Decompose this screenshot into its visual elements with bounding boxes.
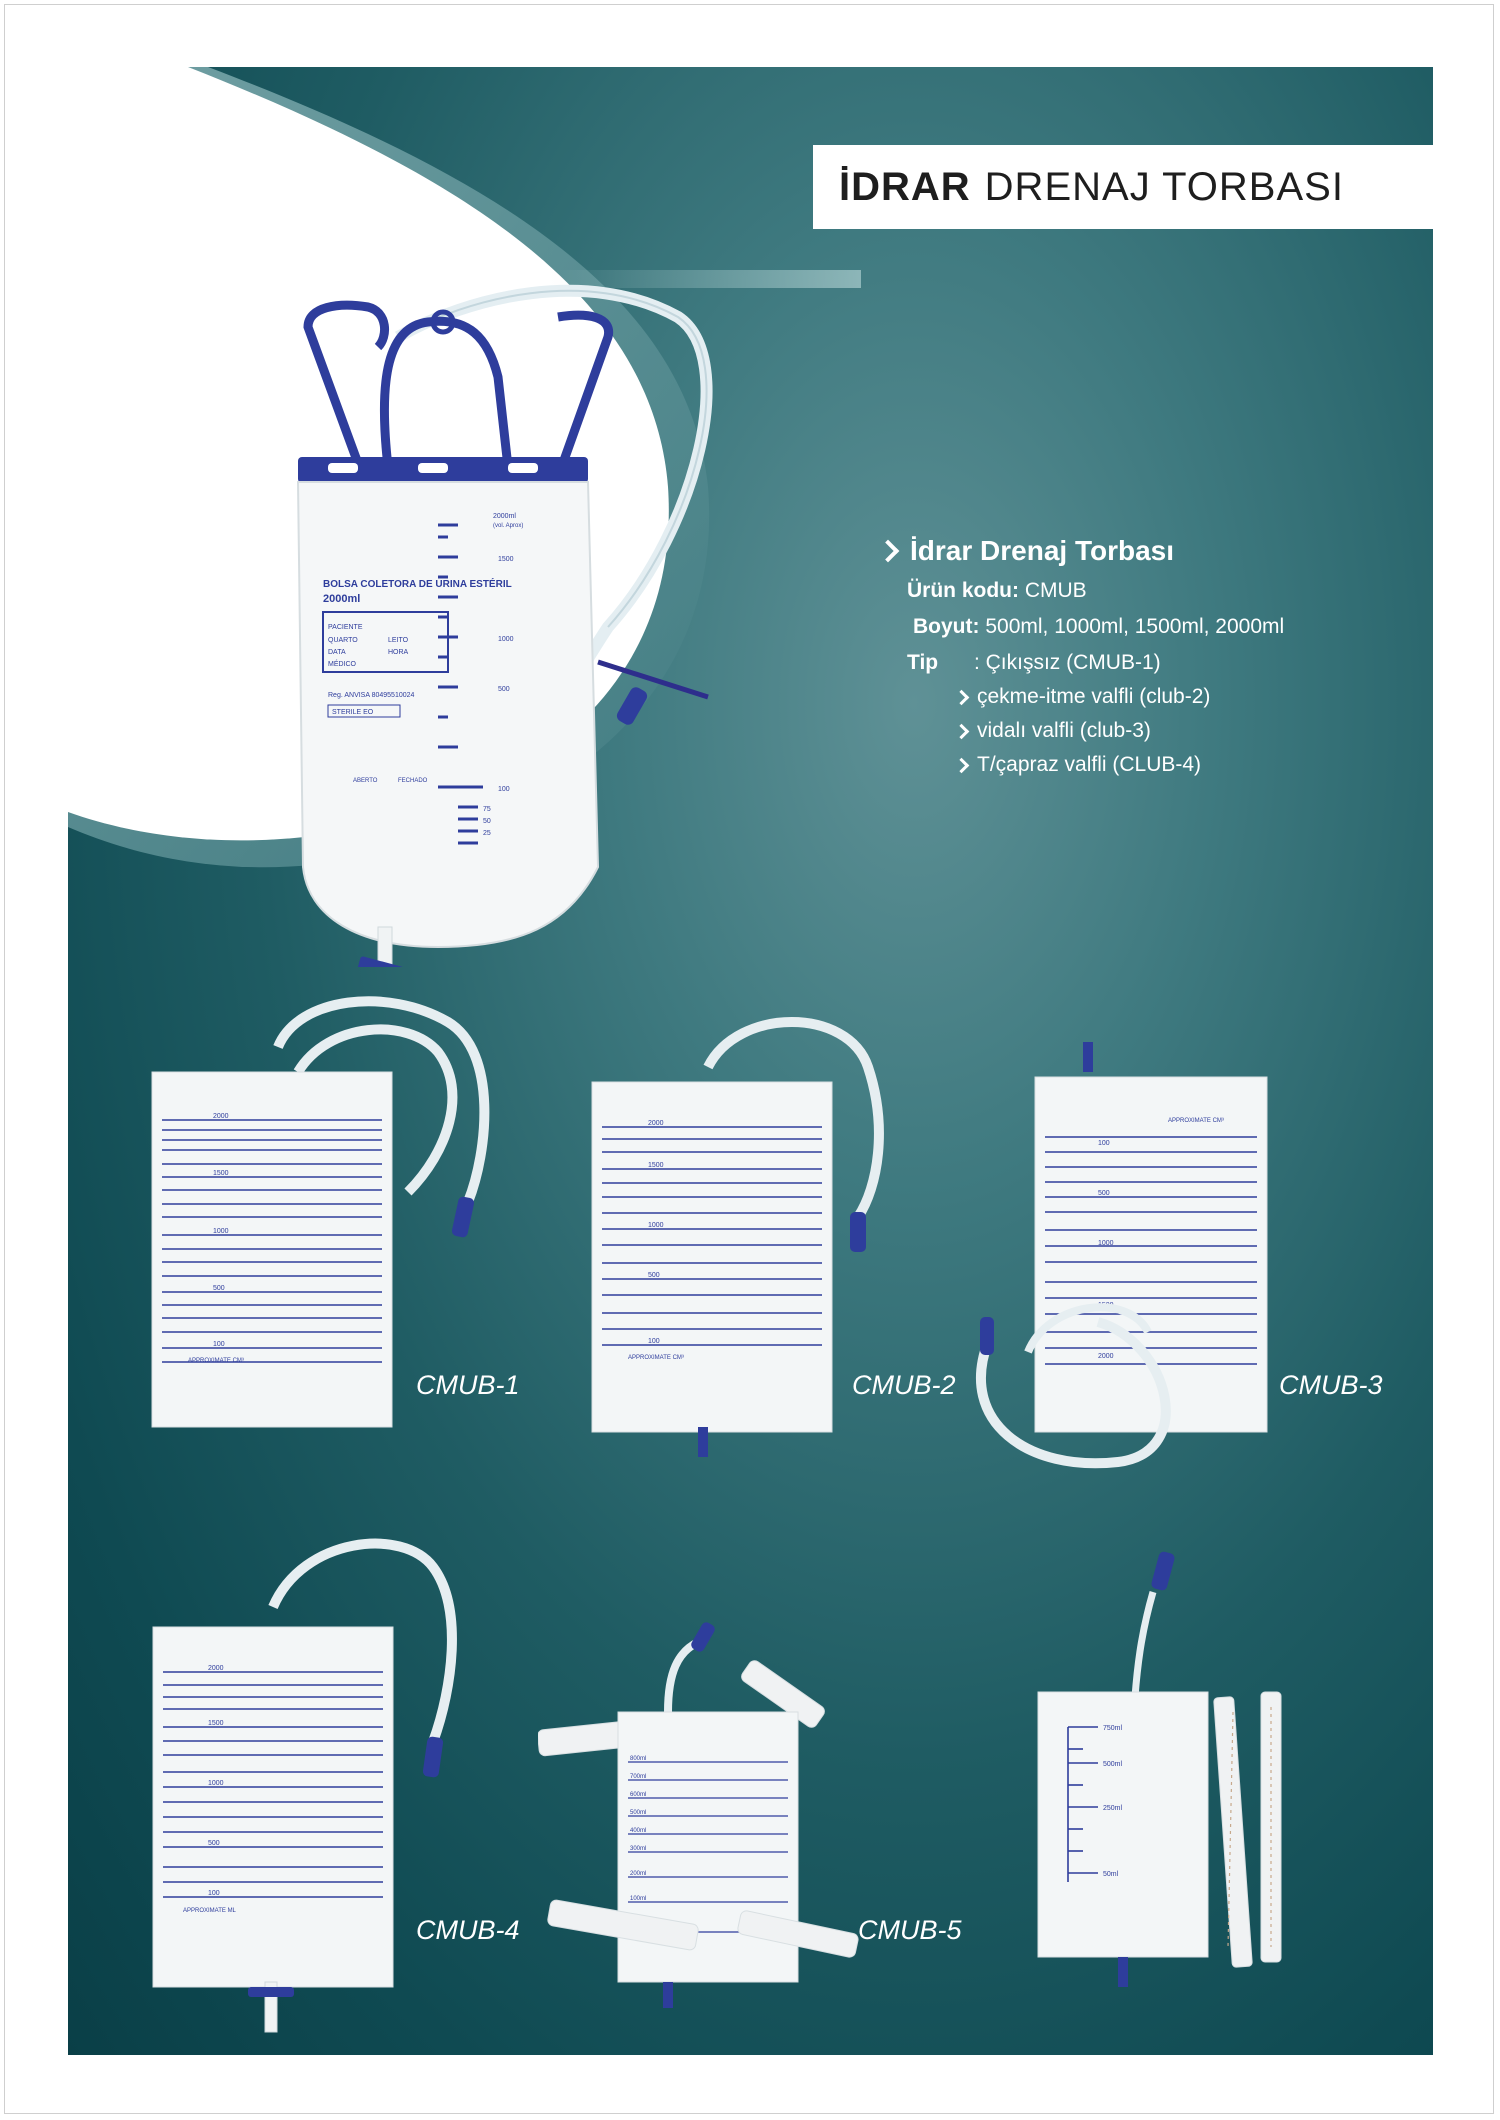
info-heading-text: İdrar Drenaj Torbası xyxy=(910,535,1175,566)
info-type-text: çekme-itme valfli (club-2) xyxy=(977,685,1211,708)
cmub2-approx: APPROXIMATE CM³ xyxy=(628,1355,684,1361)
cmub2-scale-1500: 1500 xyxy=(648,1162,664,1169)
page-title-rest: DRENAJ TORBASI xyxy=(984,164,1344,209)
hero-open-label: ABERTO xyxy=(353,778,378,784)
page-title-box: İDRAR DRENAJ TORBASI xyxy=(813,145,1433,229)
accent-line xyxy=(548,270,861,288)
info-type-label: Tip xyxy=(907,651,939,674)
info-type-item: T/çapraz valfli (CLUB-4) xyxy=(953,753,1284,777)
cmub3-approx: APPROXIMATE CM³ xyxy=(1168,1118,1224,1124)
chevron-right-icon xyxy=(876,539,900,563)
hero-reg-number: Reg. ANVISA 80495510024 xyxy=(328,692,415,699)
product-cmub-4-image: 2000 1500 1000 500 100 APPROXIMATE ML xyxy=(152,1538,457,2033)
product-label-cmub-5: CMUB-5 xyxy=(858,1915,962,1945)
info-code-label: Ürün kodu: xyxy=(907,579,1019,602)
hero-bag-title: BOLSA COLETORA DE URINA ESTÉRIL xyxy=(323,577,512,590)
cmub3-scale-500: 500 xyxy=(1098,1190,1110,1197)
hero-closed-label: FECHADO xyxy=(398,778,428,784)
hero-scale-1500: 1500 xyxy=(498,556,514,563)
cmub4-scale-100: 100 xyxy=(208,1890,220,1897)
info-type-row: Tip : Çıkışsız (CMUB-1) xyxy=(907,651,1284,675)
cmub1-scale-2000: 2000 xyxy=(213,1113,229,1120)
cmub2-scale-1000: 1000 xyxy=(648,1222,664,1229)
cmub5-scale-700: 700ml xyxy=(630,1774,646,1780)
info-heading: İdrar Drenaj Torbası xyxy=(876,535,1284,567)
product-cmub-2-image: 2000 1500 1000 500 100 APPROXIMATE CM³ xyxy=(591,1017,884,1457)
cmub5-scale-400: 400ml xyxy=(630,1828,646,1834)
hero-scale-75: 75 xyxy=(483,806,491,813)
hero-field-data: DATA xyxy=(328,649,346,656)
hero-urine-bag-image: BOLSA COLETORA DE URINA ESTÉRIL 2000ml P… xyxy=(296,284,713,967)
product-cmub-6-image: 750ml 500ml 250ml 50ml xyxy=(1037,1551,1282,1987)
cmub6-scale-500: 500ml xyxy=(1103,1761,1123,1768)
chevron-right-icon xyxy=(953,757,970,773)
hero-scale-500: 500 xyxy=(498,686,510,693)
hero-scale-2000: 2000ml xyxy=(493,513,516,520)
product-label-cmub-4: CMUB-4 xyxy=(416,1915,520,1945)
cmub3-scale-100: 100 xyxy=(1098,1140,1110,1147)
cmub4-scale-500: 500 xyxy=(208,1840,220,1847)
info-size-label: Boyut: xyxy=(913,615,980,638)
cmub5-scale-300: 300ml xyxy=(630,1846,646,1852)
product-cmub-3-image: 100 500 1000 1500 2000 APPROXIMATE CM³ xyxy=(976,1042,1268,1469)
hero-field-medico: MÉDICO xyxy=(328,659,357,668)
cmub5-scale-200: 200ml xyxy=(630,1871,646,1877)
info-type-first: : Çıkışsız (CMUB-1) xyxy=(973,651,1161,674)
info-type-item: vidalı valfli (club-3) xyxy=(953,719,1284,743)
hero-scale-50: 50 xyxy=(483,818,491,825)
cmub5-scale-800: 800ml xyxy=(630,1756,646,1762)
product-cmub-1-image: 2000 1500 1000 500 100 APPROXIMATE CM³ xyxy=(151,996,490,1428)
product-info: İdrar Drenaj Torbası Ürün kodu: CMUB Boy… xyxy=(876,535,1284,777)
page-border xyxy=(4,4,1494,2114)
product-label-cmub-3: CMUB-3 xyxy=(1279,1370,1383,1400)
page-title-bold: İDRAR xyxy=(839,164,971,209)
cmub4-approx: APPROXIMATE ML xyxy=(183,1908,237,1914)
cmub5-scale-600: 600ml xyxy=(630,1792,646,1798)
cmub5-scale-100: 100ml xyxy=(630,1896,646,1902)
product-label-cmub-1: CMUB-1 xyxy=(416,1370,520,1400)
cmub6-scale-750: 750ml xyxy=(1103,1725,1123,1732)
hero-field-paciente: PACIENTE xyxy=(328,624,363,631)
product-cmub-5-image: 800ml 700ml 600ml 500ml 400ml 300ml 200m… xyxy=(538,1622,859,2008)
cmub2-scale-100: 100 xyxy=(648,1338,660,1345)
hero-bag-volume: 2000ml xyxy=(323,593,360,605)
hero-field-hora: HORA xyxy=(388,649,409,656)
cmub6-scale-50: 50ml xyxy=(1103,1871,1119,1878)
cmub3-scale-1000: 1000 xyxy=(1098,1240,1114,1247)
hero-scale-100: 100 xyxy=(498,786,510,793)
chevron-right-icon xyxy=(953,723,970,739)
cmub1-scale-100: 100 xyxy=(213,1341,225,1348)
hero-sterile-mark: STERILE EO xyxy=(332,709,374,716)
cmub2-scale-500: 500 xyxy=(648,1272,660,1279)
hero-scale-1000: 1000 xyxy=(498,636,514,643)
cmub1-scale-500: 500 xyxy=(213,1285,225,1292)
cmub6-scale-250: 250ml xyxy=(1103,1805,1123,1812)
hero-field-leito: LEITO xyxy=(388,637,409,644)
cmub4-scale-2000: 2000 xyxy=(208,1665,224,1672)
info-type-text: vidalı valfli (club-3) xyxy=(977,719,1151,742)
info-type-text: T/çapraz valfli (CLUB-4) xyxy=(977,753,1202,776)
info-size-row: Boyut: 500ml, 1000ml, 1500ml, 2000ml xyxy=(913,615,1284,639)
product-label-cmub-2: CMUB-2 xyxy=(852,1370,956,1400)
info-size-value: 500ml, 1000ml, 1500ml, 2000ml xyxy=(985,615,1285,638)
hero-scale-25: 25 xyxy=(483,830,491,837)
cmub3-scale-2000: 2000 xyxy=(1098,1353,1114,1360)
info-code-value: CMUB xyxy=(1024,579,1087,602)
cmub2-scale-2000: 2000 xyxy=(648,1120,664,1127)
info-code-row: Ürün kodu: CMUB xyxy=(907,579,1284,603)
cmub1-approx: APPROXIMATE CM³ xyxy=(188,1358,244,1364)
cmub1-scale-1500: 1500 xyxy=(213,1170,229,1177)
cmub4-scale-1500: 1500 xyxy=(208,1720,224,1727)
hero-scale-approx: (vol. Aprox) xyxy=(493,523,523,529)
background-panel: BOLSA COLETORA DE URINA ESTÉRIL 2000ml P… xyxy=(68,67,1433,2055)
cmub5-scale-500: 500ml xyxy=(630,1810,646,1816)
info-type-item: çekme-itme valfli (club-2) xyxy=(953,685,1284,709)
cmub1-scale-1000: 1000 xyxy=(213,1228,229,1235)
chevron-right-icon xyxy=(953,689,970,705)
cmub4-scale-1000: 1000 xyxy=(208,1780,224,1787)
hero-field-quarto: QUARTO xyxy=(328,637,358,644)
